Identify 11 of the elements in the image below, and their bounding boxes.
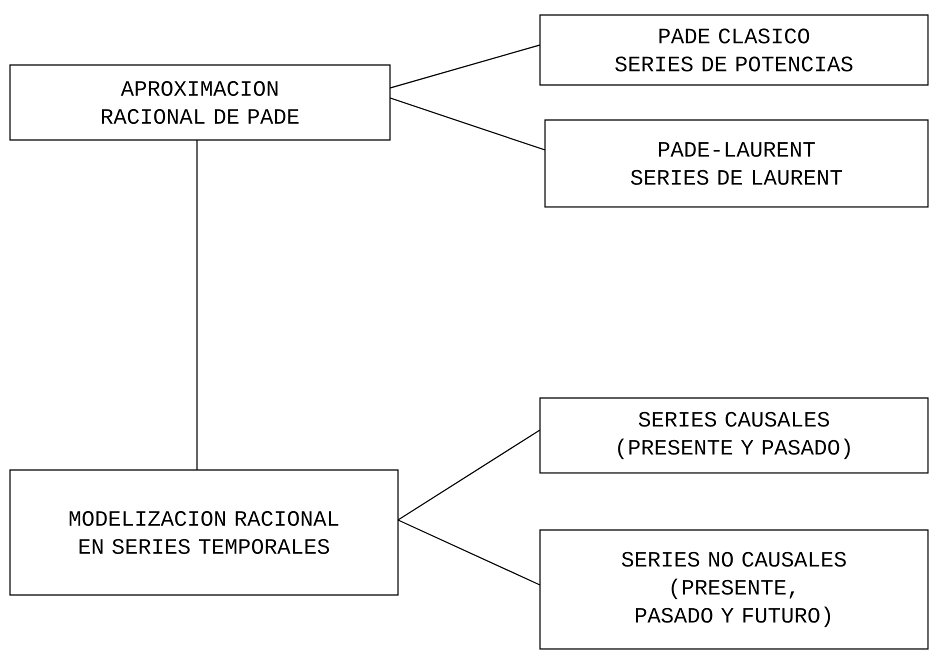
- connector-line: [398, 429, 540, 520]
- text-box: APROXIMACION RACIONAL DE PADE: [9, 64, 391, 141]
- text-box: PADE CLASICO SERIES DE POTENCIAS: [539, 14, 929, 86]
- text-box: PADE-LAURENT SERIES DE LAURENT: [544, 119, 929, 208]
- text-box: SERIES CAUSALES (PRESENTE Y PASADO): [539, 397, 929, 474]
- connector-line: [390, 97, 546, 151]
- connector-line: [398, 519, 540, 586]
- text-box: MODELIZACION RACIONAL EN SERIES TEMPORALES: [9, 469, 399, 596]
- text-box: SERIES NO CAUSALES (PRESENTE, PASADO Y FUTURO): [539, 529, 929, 650]
- connector-line: [390, 44, 540, 89]
- connector-line: [196, 140, 198, 470]
